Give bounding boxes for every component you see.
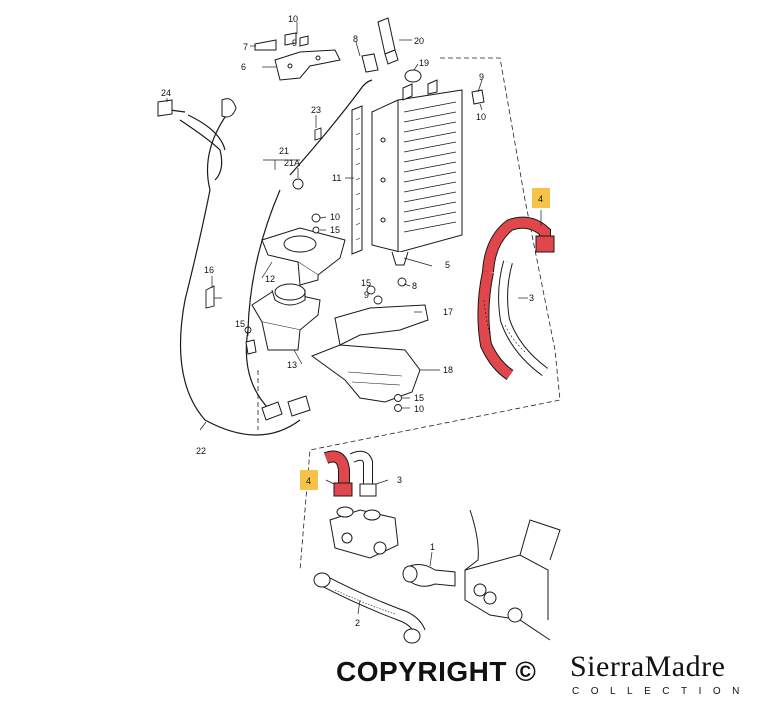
- hose-4-upper-highlighted: [477, 216, 555, 380]
- fasteners: [205, 127, 407, 412]
- label-5: 5: [445, 260, 450, 270]
- oil-cooler: [371, 79, 463, 266]
- mounting-bracket: [254, 32, 485, 105]
- hose-1: [402, 564, 456, 587]
- sender-fitting: [361, 17, 422, 83]
- label-21: 21: [279, 146, 289, 156]
- hose-4-lower-highlighted: [323, 450, 353, 497]
- label-6: 6: [241, 62, 246, 72]
- label-10c: 10: [330, 212, 340, 222]
- label-3-lower: 3: [397, 475, 402, 485]
- label-15c: 15: [235, 319, 245, 329]
- foam-strip: [351, 105, 363, 255]
- label-17: 17: [443, 307, 453, 317]
- highlight-label-upper: 4: [532, 188, 550, 208]
- label-8b: 8: [412, 281, 417, 291]
- svg-text:4: 4: [538, 194, 543, 204]
- label-9c: 9: [364, 290, 369, 300]
- label-10: 10: [288, 14, 298, 24]
- label-8: 8: [353, 34, 358, 44]
- label-7: 7: [243, 42, 248, 52]
- label-12: 12: [265, 274, 275, 284]
- part-labels: 10 9 7 6 8 20 19 9 10 23 24 21 21A 11 10…: [161, 14, 534, 628]
- label-15d: 15: [414, 393, 424, 403]
- label-19: 19: [419, 58, 429, 68]
- label-9: 9: [292, 38, 297, 48]
- label-9b: 9: [479, 72, 484, 82]
- dashed-boundary: [257, 57, 561, 571]
- brand-logo: SierraMadre: [570, 650, 726, 683]
- engine-case: [464, 509, 561, 641]
- thermostat-block: [329, 506, 399, 559]
- label-22: 22: [196, 446, 206, 456]
- connectors: [157, 98, 311, 421]
- label-3-upper: 3: [529, 293, 534, 303]
- hose-2: [313, 572, 426, 644]
- air-guide-panels: [310, 304, 429, 403]
- label-10d: 10: [414, 404, 424, 414]
- label-15b: 15: [361, 278, 371, 288]
- label-21a: 21A: [284, 158, 300, 168]
- label-18: 18: [443, 365, 453, 375]
- label-10b: 10: [476, 112, 486, 122]
- hose-3-lower: [349, 450, 377, 497]
- label-16: 16: [204, 265, 214, 275]
- label-24: 24: [161, 88, 171, 98]
- fan-shroud: [251, 227, 346, 351]
- svg-text:4: 4: [306, 476, 311, 486]
- label-13: 13: [287, 360, 297, 370]
- label-23: 23: [311, 105, 321, 115]
- label-2: 2: [355, 618, 360, 628]
- brand-subtitle: COLLECTION: [572, 686, 751, 697]
- copyright-notice: COPYRIGHT ©: [336, 656, 537, 687]
- leader-lines: [166, 22, 542, 615]
- label-11: 11: [332, 173, 341, 183]
- label-1: 1: [430, 542, 435, 552]
- highlight-label-lower: 4: [300, 470, 318, 490]
- wiring-harness: [169, 79, 373, 436]
- hose-3-upper: [498, 260, 549, 377]
- label-20: 20: [414, 36, 424, 46]
- label-15: 15: [330, 225, 340, 235]
